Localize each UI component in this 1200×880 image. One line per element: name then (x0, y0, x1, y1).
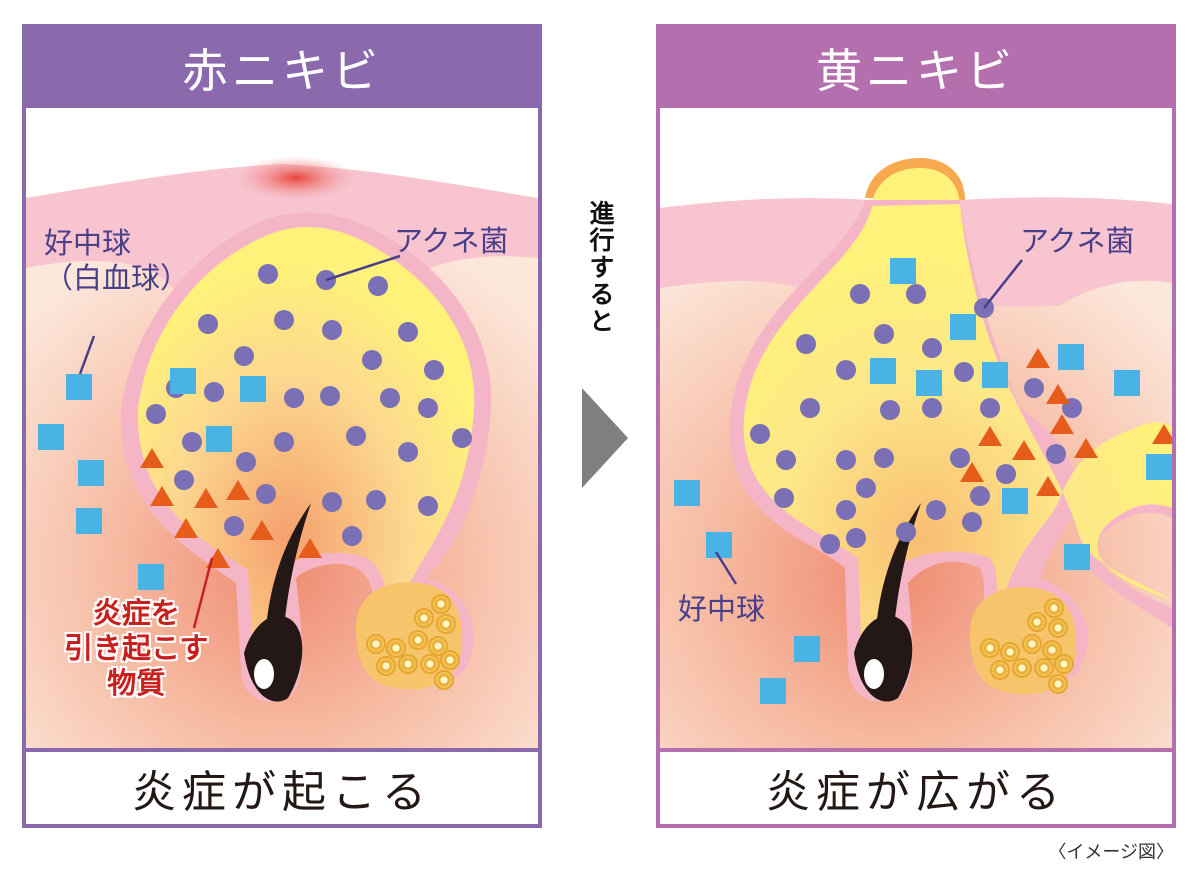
neutrophil-label-text: 好中球 （白血球） (44, 226, 190, 295)
neutrophil-label: 好中球 （白血球） (44, 226, 189, 296)
image-caption: 〈イメージ図〉 (1048, 842, 1174, 863)
panel-title: 赤ニキビ (26, 28, 538, 108)
progress-text: 進行すると (586, 200, 615, 335)
panel-footer: 炎症が広がる (660, 748, 1172, 824)
neutrophil-label: 好中球 (678, 592, 766, 626)
red-acne-illustration (26, 108, 538, 748)
bacteria-label: アクネ菌 (394, 224, 509, 258)
progress-arrow-icon (582, 388, 628, 488)
yellow-acne-illustration (660, 108, 1172, 748)
inflammatory-substance-label: 炎症を 引き起こす 物質 (64, 596, 209, 700)
panel-title: 黄ニキビ (660, 28, 1172, 108)
red-acne-panel: 赤ニキビ (22, 24, 542, 828)
yellow-acne-panel: 黄ニキビ (656, 24, 1176, 828)
bacteria-label: アクネ菌 (1020, 224, 1135, 258)
panel-footer: 炎症が起こる (26, 748, 538, 824)
